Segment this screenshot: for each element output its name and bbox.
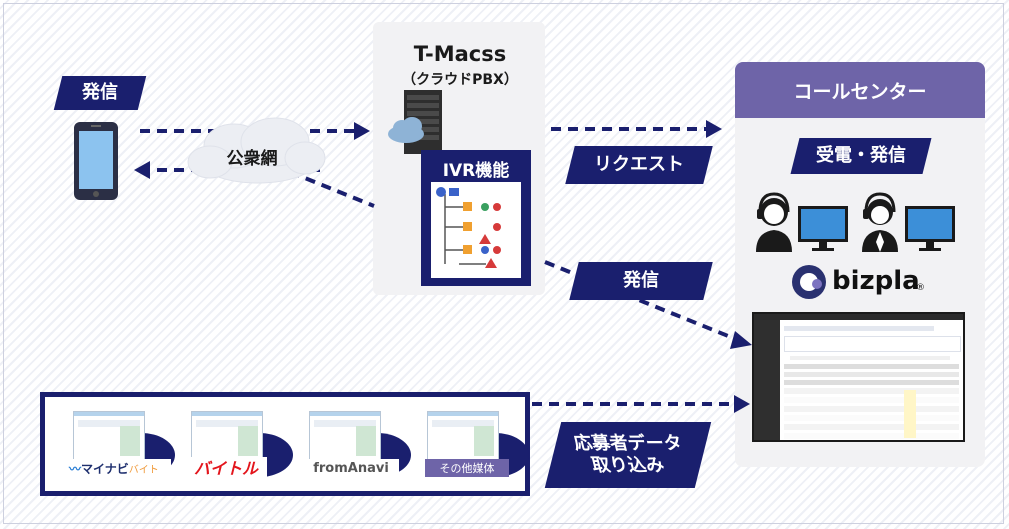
public-network-label: 公衆網: [226, 149, 278, 169]
operator-male-icon: [858, 190, 902, 252]
arrowhead: [354, 122, 370, 140]
callcenter-title: コールセンター: [793, 80, 927, 103]
bizpla-app-screenshot: [752, 312, 965, 442]
baitoru-media: バイトル: [185, 411, 295, 483]
job-media-box: 〰 マイナビ バイト バイトル fromAn: [40, 392, 530, 496]
mynavi-logo-icon: 〰: [69, 461, 82, 476]
outgoing-call-label: 発信: [53, 76, 147, 110]
callcenter-header: コールセンター: [735, 62, 985, 118]
arrowhead: [734, 395, 750, 413]
fromanavi-media: fromAnavi: [303, 411, 413, 483]
line-cloud-to-ivr: [289, 170, 375, 208]
ivr-label: IVR機能: [442, 161, 510, 181]
monitor-icon: [905, 206, 955, 252]
arrowhead: [706, 120, 722, 138]
outgoing-label: 発信: [569, 262, 713, 300]
public-network-cloud: 公衆網: [180, 112, 330, 192]
bizpla-logo-icon: [790, 263, 828, 301]
other-media-name: その他媒体: [439, 462, 495, 475]
registered-mark-icon: ®: [916, 283, 925, 293]
arrowhead: [730, 331, 752, 349]
server-rack-icon: [384, 90, 444, 156]
mynavi-suffix: バイト: [128, 464, 159, 476]
monitor-icon: [798, 206, 848, 252]
receive-send-label: 受電・発信: [790, 138, 932, 174]
applicant-import-label: 応募者データ取り込み: [544, 422, 712, 488]
other-media: その他媒体: [421, 411, 531, 483]
mynavi-name: マイナビ: [81, 461, 129, 476]
baitoru-name: バイトル: [193, 459, 258, 478]
outer-frame: [3, 3, 1004, 524]
request-label: リクエスト: [565, 146, 713, 184]
ivr-box: IVR機能: [421, 150, 531, 286]
smartphone-icon: [74, 122, 118, 200]
arrowhead: [134, 161, 150, 179]
mynavi-media: 〰 マイナビ バイト: [67, 411, 177, 483]
server-title: T-Macss: [413, 42, 507, 66]
operator-female-icon: [752, 190, 796, 252]
bizpla-brand: bizpla: [832, 266, 920, 296]
server-subtitle: （クラウドPBX）: [402, 72, 518, 88]
fromanavi-name: fromAnavi: [313, 460, 389, 476]
ivr-flow-chart: [431, 182, 521, 278]
